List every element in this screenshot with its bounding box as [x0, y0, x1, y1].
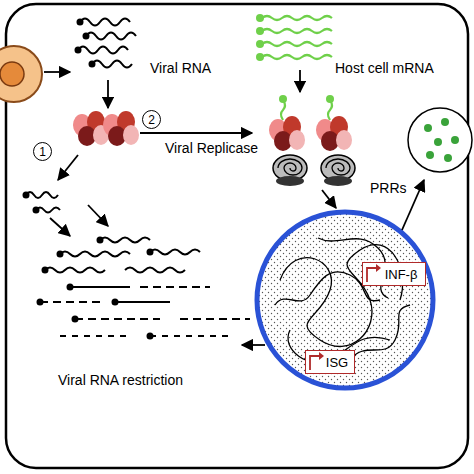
rna-fragment-dashed: [75, 318, 160, 320]
rna-strand: [150, 250, 200, 255]
rna-cap: [37, 299, 44, 306]
rna-cap: [42, 267, 49, 274]
interferon-dot: [424, 124, 432, 132]
rna-strand: [125, 268, 185, 273]
chromatin: [275, 238, 410, 363]
pathway-arrow: [140, 132, 252, 134]
rna-strand: [60, 252, 130, 257]
vesicle: [408, 108, 472, 172]
rna-cap: [83, 33, 90, 40]
interferon-dot: [434, 138, 442, 146]
pathway-arrow: [58, 155, 78, 180]
rna-cap: [67, 284, 74, 291]
interferon-dot: [441, 118, 449, 126]
annotation-label: Viral RNA restriction: [58, 372, 183, 388]
rna-fragment-dashed: [140, 286, 210, 288]
mrna-cap: [256, 27, 264, 35]
interferon-molecules: [424, 118, 459, 162]
rna-cap: [97, 237, 104, 244]
mrna-strand: [262, 42, 332, 46]
annotation-label: Viral Replicase: [165, 140, 258, 156]
step-number: 1: [33, 142, 52, 161]
rna-strand: [36, 208, 60, 213]
rna-cap: [112, 299, 119, 306]
down-arrow: [299, 70, 301, 92]
virus-core: [0, 62, 24, 86]
gene-box: INF-β: [362, 262, 426, 286]
rna-fragment-dashed: [180, 318, 250, 320]
cell-membrane: [6, 4, 468, 468]
mrna-cap: [279, 95, 287, 103]
rna-caps: [37, 237, 154, 340]
rna-strand: [86, 33, 136, 40]
rna-cap: [33, 207, 40, 214]
host-mrna: [262, 16, 332, 59]
interferon-dot: [426, 151, 434, 159]
step-number: 2: [142, 110, 161, 129]
rna-cap: [57, 251, 64, 258]
replicase-complex: [269, 116, 305, 151]
rna-cap: [75, 47, 82, 54]
rna-cap: [147, 249, 154, 256]
callout-number: 2: [148, 113, 155, 127]
vesicle-membrane: [408, 108, 472, 172]
rna-strand: [80, 19, 130, 26]
annotation-label: Host cell mRNA: [335, 60, 434, 76]
restriction-arrow: [50, 218, 70, 236]
entry-arrow: [44, 71, 70, 73]
annotation-label: PRRs: [370, 180, 407, 196]
mrna-caps: [256, 14, 264, 61]
rna-fragment: [23, 192, 61, 214]
rna-caps: [75, 19, 96, 68]
annotation-label: Viral RNA: [150, 60, 211, 76]
rna-cap: [72, 316, 79, 323]
prr-receptor: [321, 155, 355, 186]
rna-strand: [115, 301, 170, 303]
mrna-cap: [256, 53, 264, 61]
down-arrow: [107, 80, 109, 108]
rna-strand: [92, 61, 132, 68]
rna-strand: [26, 192, 58, 198]
nuclear-envelope: [257, 212, 433, 388]
rna-fragment-dashed: [60, 335, 130, 337]
rna-strand: [78, 47, 128, 54]
gene-label: INF-β: [385, 267, 418, 282]
mrna-strand: [262, 29, 332, 33]
prr-complexes: [269, 95, 355, 186]
signal-arrow: [322, 190, 336, 208]
chromatin-strand: [350, 305, 410, 360]
interferon-dot: [451, 136, 459, 144]
gene-box: ISG: [305, 350, 355, 374]
rna-fragment-dashed: [40, 301, 100, 303]
rna-strand: [45, 268, 105, 273]
mrna-strand: [262, 55, 332, 59]
rna-strand: [100, 238, 150, 243]
restriction-arrow: [242, 344, 265, 346]
nucleus-fill: [257, 212, 433, 388]
mrna-strand: [262, 16, 332, 20]
gene-label: ISG: [326, 355, 348, 370]
restriction-arrow: [88, 205, 108, 226]
prr-receptor: [273, 155, 307, 186]
interferon-dot: [444, 154, 452, 162]
rna-cap: [89, 61, 96, 68]
mrna-cap: [256, 14, 264, 22]
viral-rna: [78, 19, 136, 68]
mrna-cap: [326, 95, 334, 103]
replicase-complex: [103, 111, 139, 146]
mrna-cap: [256, 40, 264, 48]
rna-strand: [70, 286, 130, 288]
nucleus: [257, 212, 433, 388]
restricted-rna: [40, 238, 250, 337]
rna-cap: [147, 333, 154, 340]
replicase-complex: [316, 116, 352, 151]
rna-fragment-dashed: [150, 335, 230, 337]
callout-number: 1: [39, 145, 46, 159]
rna-cap: [77, 19, 84, 26]
virus: [0, 46, 42, 102]
rna-cap: [23, 192, 30, 199]
virus-capsid: [0, 46, 42, 102]
